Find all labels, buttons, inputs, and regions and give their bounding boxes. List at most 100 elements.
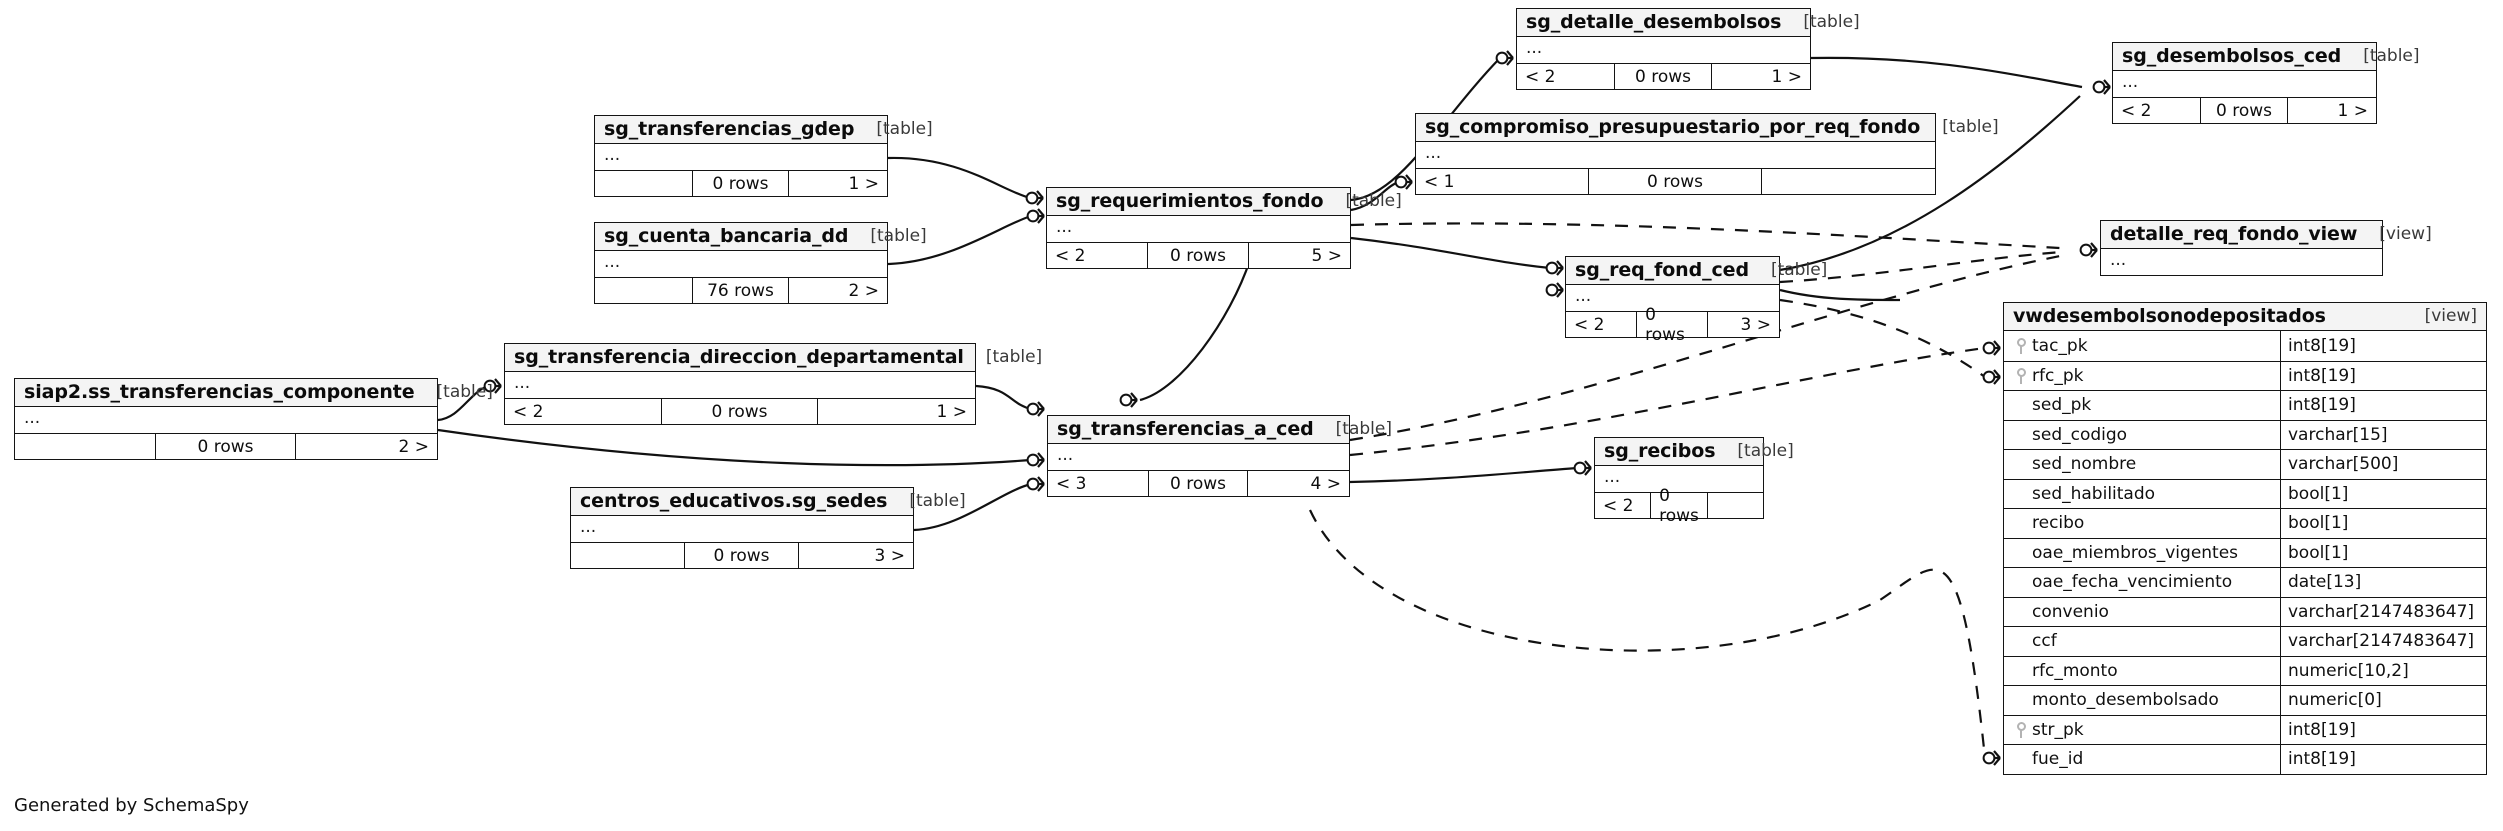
- parent-count: [595, 278, 693, 303]
- parent-count: < 3: [1048, 471, 1149, 496]
- column-name: fue_id: [2032, 749, 2084, 770]
- node-header: sg_cuenta_bancaria_dd[table]: [595, 223, 927, 251]
- table-node-centros_educativos.sg_sedes[interactable]: centros_educativos.sg_sedes[table]...0 r…: [570, 487, 966, 569]
- column-name: sed_habilitado: [2032, 483, 2156, 504]
- schemaspy-credit: Generated by SchemaSpy: [14, 795, 249, 816]
- table-node-detalle_req_fondo_view[interactable]: detalle_req_fondo_view[view]...: [2100, 220, 2432, 276]
- column-type: bool[1]: [2288, 542, 2349, 563]
- row-count: 0 rows: [1651, 486, 1708, 526]
- node-columns-ellipsis: ...: [1425, 143, 1442, 163]
- node-header: sg_transferencia_direccion_departamental…: [505, 344, 1042, 372]
- node-columns-ellipsis: ...: [1604, 467, 1621, 487]
- column-type: int8[19]: [2288, 365, 2356, 386]
- node-header: sg_compromiso_presupuestario_por_req_fon…: [1416, 114, 1999, 142]
- node-footer: 0 rows 3 >: [571, 542, 913, 568]
- column-row: str_pk int8[19]: [2004, 714, 2486, 744]
- node-title: centros_educativos.sg_sedes: [580, 490, 888, 512]
- column-name: ccf: [2032, 631, 2057, 652]
- column-name-cell: convenio: [2004, 597, 2281, 626]
- node-kind: [table]: [876, 119, 933, 139]
- node-columns-ellipsis: ...: [2122, 72, 2139, 92]
- primary-key-icon: [2010, 337, 2032, 354]
- node-title: sg_desembolsos_ced: [2122, 45, 2342, 67]
- table-node-siap2.ss_transferencias_componente[interactable]: siap2.ss_transferencias_componente[table…: [14, 378, 493, 460]
- column-name-cell: sed_codigo: [2004, 420, 2281, 449]
- column-name: sed_nombre: [2032, 454, 2137, 475]
- column-name: rfc_pk: [2032, 365, 2084, 386]
- row-count: 0 rows: [1148, 243, 1249, 268]
- column-name: str_pk: [2032, 719, 2084, 740]
- node-header: sg_recibos [table]: [1595, 438, 1794, 466]
- node-header: sg_detalle_desembolsos[table]: [1517, 9, 1860, 37]
- node-columns-ellipsis: ...: [514, 373, 531, 393]
- column-name-cell: rfc_monto: [2004, 656, 2281, 685]
- node-columns-ellipsis: ...: [24, 408, 41, 428]
- row-count: 0 rows: [1615, 64, 1713, 89]
- child-count: 3 >: [874, 545, 905, 566]
- node-kind: [table]: [870, 226, 927, 246]
- column-name: convenio: [2032, 601, 2109, 622]
- child-count: 1 >: [848, 173, 879, 194]
- column-name-cell: rfc_pk: [2004, 361, 2281, 390]
- column-row: rfc_pk int8[19]: [2004, 360, 2486, 390]
- column-name-cell: sed_pk: [2004, 391, 2281, 420]
- node-header: centros_educativos.sg_sedes[table]: [571, 488, 966, 516]
- node-kind: [table]: [1803, 12, 1860, 32]
- node-title: sg_recibos: [1604, 440, 1716, 462]
- child-count: 5 >: [1311, 245, 1342, 266]
- table-node-sg_compromiso_presupuestario_por_req_fondo[interactable]: sg_compromiso_presupuestario_por_req_fon…: [1415, 113, 1999, 195]
- table-node-sg_transferencia_direccion_departamental[interactable]: sg_transferencia_direccion_departamental…: [504, 343, 1042, 425]
- column-type: int8[19]: [2288, 335, 2356, 356]
- column-name-cell: tac_pk: [2004, 331, 2281, 361]
- node-title: sg_requerimientos_fondo: [1056, 190, 1324, 212]
- column-name-cell: sed_nombre: [2004, 450, 2281, 479]
- column-name-cell: sed_habilitado: [2004, 479, 2281, 508]
- child-count: 3 >: [1740, 314, 1771, 335]
- node-kind: [view]: [2424, 306, 2477, 326]
- column-name-cell: fue_id: [2004, 745, 2281, 774]
- column-type: date[13]: [2288, 572, 2362, 593]
- node-columns-ellipsis: ...: [1526, 38, 1543, 58]
- node-header: sg_transferencias_a_ced[table]: [1048, 416, 1392, 444]
- column-name: oae_fecha_vencimiento: [2032, 572, 2233, 593]
- row-count: 0 rows: [685, 543, 799, 568]
- node-header: sg_desembolsos_ced[table]: [2113, 43, 2420, 71]
- column-name: sed_pk: [2032, 395, 2092, 416]
- node-title: sg_compromiso_presupuestario_por_req_fon…: [1425, 116, 1921, 138]
- column-name-cell: ccf: [2004, 627, 2281, 656]
- column-type: int8[19]: [2288, 719, 2356, 740]
- column-name: tac_pk: [2032, 335, 2088, 356]
- column-name-cell: recibo: [2004, 509, 2281, 538]
- node-kind: [table]: [1737, 441, 1794, 461]
- node-title: vwdesembolsonodepositados: [2013, 305, 2326, 327]
- node-columns-ellipsis: ...: [2110, 250, 2127, 270]
- node-kind: [table]: [1942, 117, 1999, 137]
- parent-count: < 1: [1416, 169, 1590, 194]
- node-kind: [table]: [1770, 260, 1828, 280]
- column-name-cell: str_pk: [2004, 715, 2281, 744]
- row-count: 0 rows: [2201, 98, 2289, 123]
